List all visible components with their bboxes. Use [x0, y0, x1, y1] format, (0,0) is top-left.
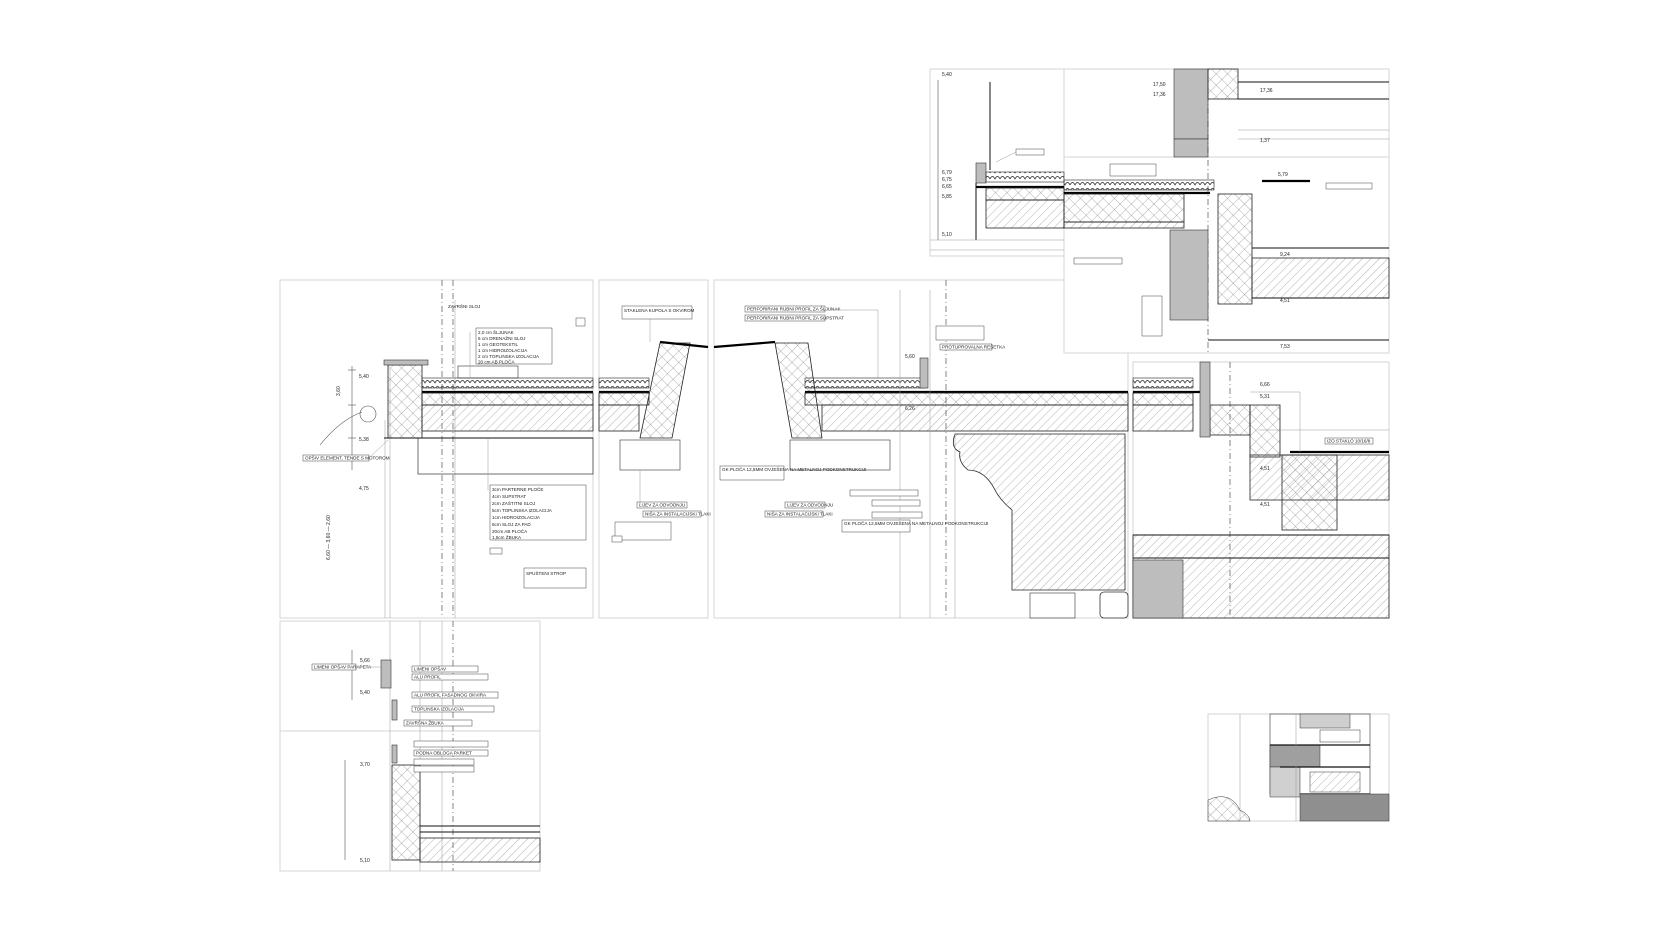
label-floor: PODNA OBLOGA PARKET [416, 751, 472, 756]
dim-text: 4,75 [359, 486, 369, 492]
label-flashing: PERFORIRANI RUBNI PROFIL ZA ŠLJUNAK [747, 306, 841, 312]
skylight-upstand-right [774, 342, 823, 439]
label-skylight: STAKLENA KUPOLA S OKVIROM [624, 308, 695, 313]
dim-text: 6,79 [942, 170, 952, 176]
terrace-layer-item: 3cm PARTERNE PLOČE [492, 486, 543, 492]
dim-text: 4,51 [1260, 466, 1270, 472]
top-right-detail: 17,50 17,36 17,36 1,37 5,79 9,24 4,51 7,… [1063, 68, 1390, 353]
terrace-layer-item: 1,5cm ŽBUKA [492, 533, 522, 540]
dim-text: 9,24 [1280, 252, 1290, 258]
wall-layer-item: ALU PROFIL [414, 675, 441, 680]
stone-cornice [952, 433, 1126, 591]
dim-text: 17,50 [1153, 82, 1166, 88]
wall-junction-detail: IZO STAKLO 10/16/8 6,66 5,31 4,51 4,51 [1132, 361, 1390, 619]
label-glass: IZO STAKLO 10/16/8 [1327, 439, 1371, 444]
roof-layer-item: 6 cm DRENAŽNI SLOJ [478, 334, 525, 341]
terrace-layer-item: 5cm TOPLINSKA IZOLACIJA [492, 508, 553, 513]
label-board: GK PLOČA 12,5MM OVJEŠENA NA METALNOJ POD… [722, 466, 866, 472]
dim-text: 5,40 [360, 690, 370, 696]
dim-text: 5,10 [360, 858, 370, 864]
terrace-layer-item: 2cm ZAŠTITNI SLOJ [492, 500, 535, 506]
parapet-insulation [387, 364, 423, 439]
dim-text: 5,10 [942, 232, 952, 238]
label-niche: NIŠA ZA INSTALACIJSKI TLAKI [767, 511, 833, 517]
label-board: GK PLOČA 12,5MM OVJEŠENA NA METALNOJ POD… [844, 520, 988, 526]
label-drain: LIJEV ZA ODVODNJU [787, 503, 833, 508]
balustrade-post [975, 162, 987, 184]
panel-bottom-upper [279, 620, 541, 732]
wall-insulation-bottom [391, 764, 421, 861]
gravel-layer [421, 377, 594, 389]
dim-text: 5,85 [942, 194, 952, 200]
skylight-right-detail: PERFORIRANI RUBNI PROFIL ZA ŠLJUNAK PERF… [713, 280, 1129, 619]
label-drain: LIJEV ZA ODVODNJU [639, 503, 685, 508]
roof-layer-item: 1 cm HIDROIZOLACIJA [478, 348, 528, 353]
label-sill: LIMENI OPŠAV PARAPETA [314, 664, 372, 670]
terrace-layer-item: 4cm SUPSTRAT [492, 494, 526, 499]
facade-post [919, 357, 929, 389]
dim-text: 4,51 [1260, 502, 1270, 508]
dim-text: 17,36 [1153, 92, 1166, 98]
roof-layer-legend: 2,0 cm ŠLJUNAK 6 cm DRENAŽNI SLOJ 1 cm G… [448, 303, 586, 378]
wall-section-upper [1173, 68, 1209, 140]
roof-slab [421, 404, 594, 432]
skylight-left-detail: STAKLENA KUPOLA S OKVIROM LIJEV ZA ODVOD… [598, 305, 711, 543]
dim-text: 5,40 [359, 374, 369, 380]
dim-text: 5,79 [1278, 172, 1288, 178]
wall-section-lower [1169, 229, 1209, 321]
top-left-detail: 5,40 6,79 6,75 6,65 5,85 5,10 [930, 72, 1065, 251]
dim-text: 6,65 [942, 184, 952, 190]
dim-text: 5,40 [942, 72, 952, 78]
terrace-layer-item: 20cm AB PLOČA [492, 528, 528, 534]
window-frame [1199, 361, 1211, 438]
dim-text: 6,75 [942, 177, 952, 183]
svg-text:6,60 — 3,60 — 2,60: 6,60 — 3,60 — 2,60 [326, 515, 332, 560]
roof-layer-item: 1 cm GEOTEKSTIL [478, 342, 519, 347]
dim-text: 3,70 [360, 762, 370, 768]
roof-edge-detail: 5,40 5,38 4,75 3,60 OPŠIV ELEMENT, TENDE… [302, 280, 594, 618]
key-plan [1207, 713, 1390, 822]
dim-text: 4,51 [1280, 298, 1290, 304]
dim-text: 7,53 [1280, 344, 1290, 350]
dim-text: 3,60 [336, 386, 342, 396]
dim-text: 6,26 [905, 406, 915, 412]
label-top-note: ZAVRŠNI SLOJ [448, 303, 480, 309]
terrace-layer-item: 6cm SLOJ ZA PAD [492, 522, 531, 527]
terrace-layer-item: 1cm HIDROIZOLACIJA [492, 515, 541, 520]
dim-text: 5,31 [1260, 394, 1270, 400]
parapet-coping [383, 359, 429, 366]
terrace-layer-legend: 3cm PARTERNE PLOČE 4cm SUPSTRAT 2cm ZAŠT… [487, 438, 587, 589]
label-grille: PROTUPROVALNA REŠETKA [942, 344, 1006, 350]
window-head [380, 659, 392, 689]
wall-layer-item: TOPLINSKA IZOLACIJA [414, 707, 465, 712]
wall-layer-item: LIMENI OPŠAV [414, 666, 447, 672]
label-parapet-element: OPŠIV ELEMENT, TENDE S MOTOROM [305, 455, 390, 461]
panel-skylight-left [598, 279, 709, 619]
bottom-left-detail: 5,66 5,40 3,70 5,10 LIMENI OPŠAV PARAPET… [311, 621, 541, 871]
label-niche: NIŠA ZA INSTALACIJSKI TLAKI [645, 511, 711, 517]
dim-text: 1,37 [1260, 138, 1270, 144]
dim-text: 5,66 [360, 658, 370, 664]
wall-layer-item: ZAVRŠNA ŽBUKA [406, 719, 445, 726]
dim-text: 6,66 [1260, 382, 1270, 388]
roof-insulation [421, 392, 594, 406]
dim-text: 17,36 [1260, 88, 1273, 94]
roof-layer-item: 20 cm AB PLOČA [478, 359, 515, 365]
dim-text: 5,38 [359, 437, 369, 443]
label-window: ALU PROFIL FASADNOG OKVIRA [414, 693, 487, 698]
label-flashing: PERFORIRANI RUBNI PROFIL ZA SUPSTRAT [747, 316, 844, 321]
roof-layer-item: 2 cm TOPLINSKA IZOLACIJA [478, 354, 540, 359]
roof-layer-item: 2,0 cm ŠLJUNAK [478, 329, 515, 335]
label-ceiling: SPUŠTENI STROP [526, 570, 566, 576]
dim-text: 5,60 [905, 354, 915, 360]
